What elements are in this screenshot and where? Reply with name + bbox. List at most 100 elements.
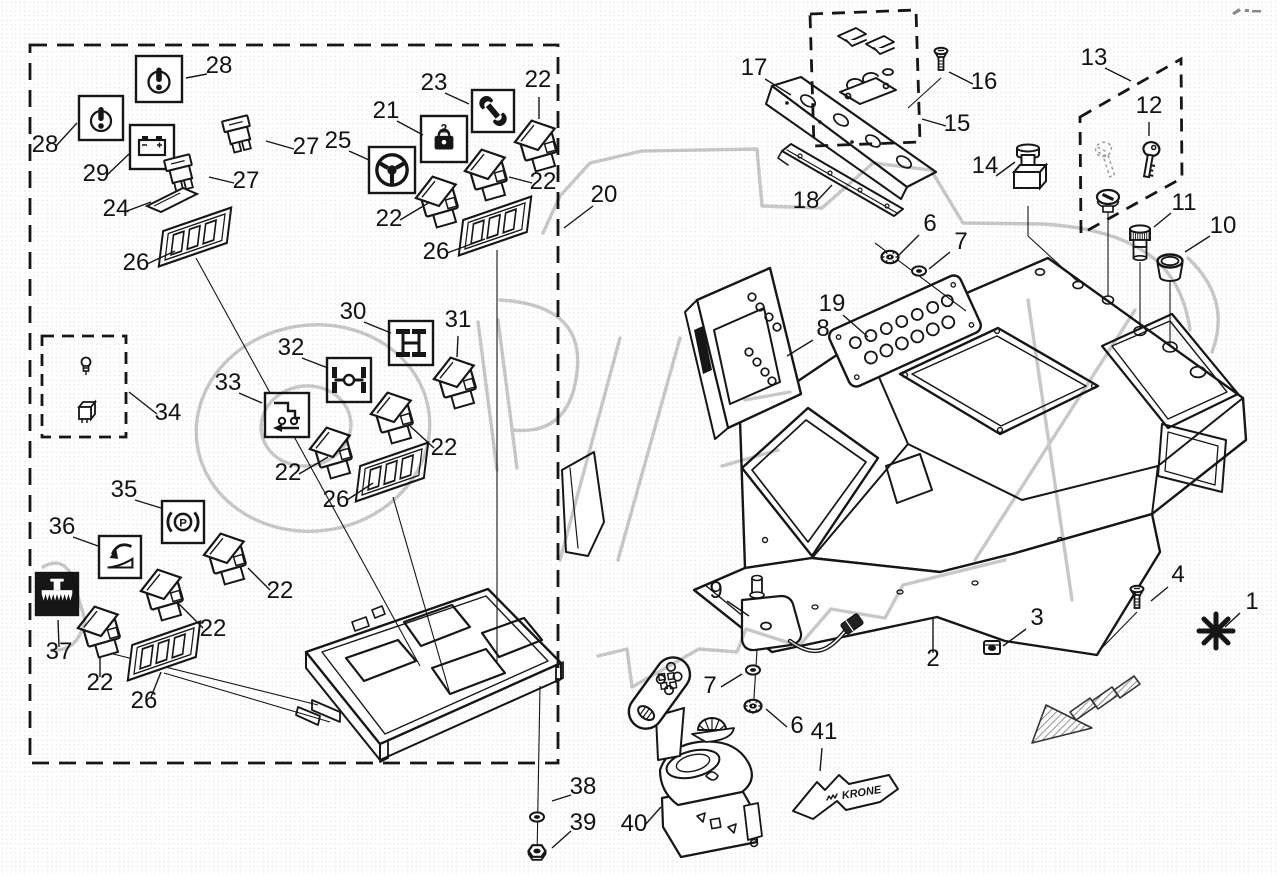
leader-line-7 (720, 673, 743, 688)
washer-part-7 (911, 265, 927, 277)
leader-line-23 (444, 92, 470, 105)
blanking-plate-part-24 (144, 186, 200, 214)
hex-nut-part-39 (527, 844, 547, 861)
panel-latch (311, 699, 341, 723)
part-label-21: 21 (373, 97, 400, 124)
bulb-part-34 (80, 356, 92, 375)
rotary-knob (691, 717, 735, 743)
symbol-plate-steering-wheel-icon (367, 145, 417, 195)
leader-line-24 (126, 201, 152, 212)
part-label-27: 27 (293, 133, 320, 160)
display-button (755, 302, 765, 312)
part-label-26: 26 (123, 249, 150, 276)
slot-frame-part-26 (457, 195, 533, 257)
clamp-parts (837, 27, 897, 105)
slotted-cap-part-13 (1095, 188, 1121, 213)
symbol-plate-cutterbar-icon (34, 571, 80, 617)
relay-part-34 (77, 399, 97, 423)
side-recess (1157, 423, 1227, 493)
watermark-letter-p-bowl (498, 298, 580, 433)
joystick (627, 656, 763, 859)
handle-button (655, 674, 666, 685)
part-label-33: 33 (215, 369, 242, 396)
part-label-15: 15 (944, 110, 971, 137)
part-label-40: 40 (621, 810, 648, 837)
part-label-34: 34 (155, 399, 182, 426)
part-label-31: 31 (445, 306, 472, 333)
part-label-24: 24 (103, 195, 130, 222)
symbol-plate-wrench-service-icon (470, 88, 516, 134)
krone-decal: KRONE (792, 774, 899, 820)
leader-line-34 (128, 391, 158, 415)
corner-stamp (1232, 8, 1261, 15)
part-label-26: 26 (323, 486, 350, 513)
part-label-16: 16 (971, 68, 998, 95)
part-label-7: 7 (954, 228, 967, 255)
mount-tab (743, 802, 763, 841)
cable-connector (840, 613, 864, 635)
chevron-decal (1031, 675, 1141, 744)
display-button (744, 347, 754, 357)
leader-line-33 (238, 392, 263, 404)
display-unit (684, 266, 803, 440)
part-label-26: 26 (423, 238, 450, 265)
part-label-22: 22 (200, 615, 227, 642)
symbol-plate-temperature-warning-icon (77, 94, 125, 142)
leader-line-3 (1002, 628, 1027, 647)
symbol-plate-lock-2-icon: 2 (419, 114, 469, 164)
boot-collar (665, 748, 721, 780)
front-window-opening (740, 406, 880, 558)
rocker-switch-part-22 (139, 568, 184, 622)
leader-line-32 (301, 357, 329, 369)
screw-part-16 (933, 46, 949, 71)
part-label-22: 22 (87, 669, 114, 696)
symbol-plate-temperature-warning-icon (134, 54, 184, 104)
part-label-36: 36 (49, 513, 76, 540)
leader-line-18 (815, 184, 833, 203)
deck-opening-gasket (898, 326, 1100, 436)
panel-cutout (480, 616, 544, 659)
part-label-13: 13 (1081, 44, 1108, 71)
boot-clip (705, 771, 719, 781)
display-button (772, 322, 782, 332)
switch-mounting-panel (295, 587, 564, 763)
mounting-rail (777, 143, 904, 217)
display-button (752, 357, 762, 367)
leader-line-22 (177, 602, 204, 629)
leader-line-26 (446, 238, 486, 254)
key-part-12 (1142, 140, 1161, 179)
cable-bracket (740, 574, 864, 654)
leader-line-17 (764, 78, 792, 96)
part-label-18: 18 (793, 187, 820, 214)
leader-line-29 (106, 153, 130, 176)
hole-panel (828, 274, 982, 388)
part-label-39: 39 (570, 809, 597, 836)
symbol-plate-parking-brake-icon: P (160, 499, 206, 545)
rocker-switch-part-31 (432, 356, 477, 410)
washer-part-38 (529, 811, 545, 823)
leader-line-31 (456, 335, 459, 358)
joystick-stalk (655, 707, 685, 761)
watermark (41, 147, 1220, 689)
watermark-letter-x (973, 298, 1137, 602)
leader-line-27 (265, 140, 295, 150)
washer-part-7 (745, 664, 761, 676)
slot-frame-part-26 (157, 206, 233, 268)
symbol-plate-ramp-arrow-icon (97, 534, 143, 580)
part-label-22: 22 (530, 168, 557, 195)
rocker-switch-part-22 (202, 532, 247, 586)
connector-part-27 (163, 153, 194, 193)
key-ghost-part-13 (1094, 141, 1116, 178)
socket-part-10 (1156, 253, 1184, 282)
leader-line-14 (995, 161, 1016, 177)
part-label-7: 7 (703, 672, 716, 699)
leader-line-1 (1224, 612, 1241, 628)
assembly-line (536, 685, 541, 859)
panel-cutout (344, 638, 418, 683)
part-label-12: 12 (1136, 92, 1163, 119)
joystick-handle (627, 656, 692, 730)
leader-line-10 (1184, 235, 1211, 253)
leader-line-26 (146, 250, 176, 265)
flange-nut-part-6 (880, 249, 900, 265)
